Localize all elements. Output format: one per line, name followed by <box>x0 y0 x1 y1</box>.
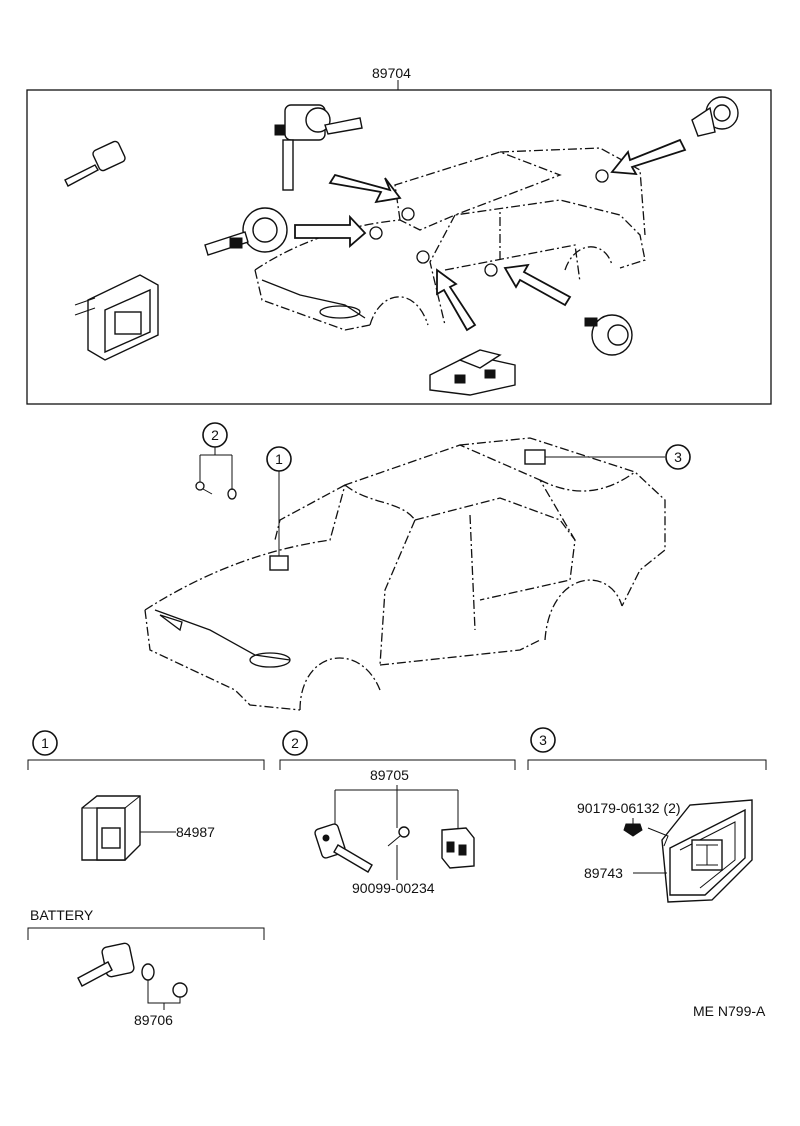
section-2-bracket <box>279 759 516 770</box>
section-2-index-circle <box>282 730 308 756</box>
transponder-icon <box>441 827 475 869</box>
middle-car: 1 2 3 <box>144 422 691 711</box>
ecu-module-icon <box>74 274 159 361</box>
section-2: 2 89705 90099-00234 <box>279 730 516 896</box>
callout-3-label: 3 <box>674 449 682 465</box>
trunk-lock-icon <box>691 96 739 137</box>
screw-90099-icon <box>387 826 410 847</box>
section-1-index-circle <box>32 730 58 756</box>
callout-3 <box>665 444 691 470</box>
battery-cell-icon <box>141 963 188 998</box>
ecu-89743-icon <box>647 799 753 903</box>
part-89743-label: 89743 <box>584 865 623 881</box>
arrow-door-handle <box>503 263 572 307</box>
assembly-89704-label: 89704 <box>372 65 411 81</box>
door-switch-icon <box>584 314 633 356</box>
callout-1-label: 1 <box>275 451 283 467</box>
callout-1 <box>266 446 292 472</box>
arrow-hood <box>328 173 402 204</box>
section-1-index: 1 <box>41 735 49 751</box>
marker-part-3 <box>524 449 546 465</box>
key-89705-icon <box>314 823 373 873</box>
top-assembly: 89704 <box>26 65 772 405</box>
arrow-rear-deck <box>610 138 687 176</box>
section-3-index-circle <box>530 727 556 753</box>
section-1: 1 84987 <box>27 730 265 861</box>
part-90099-00234-label: 90099-00234 <box>352 880 435 896</box>
battery-title: BATTERY <box>30 907 94 923</box>
ignition-lock-icon <box>204 207 288 256</box>
section-1-bracket <box>27 759 265 770</box>
reference-code: ME N799-A <box>693 1003 766 1019</box>
pointer-arrows <box>294 138 687 332</box>
relay-84987-icon <box>81 795 141 861</box>
part-90179-06132-label: 90179-06132 (2) <box>577 800 681 816</box>
assembly-89704-frame <box>26 89 772 405</box>
key-icon <box>64 140 126 187</box>
arrow-door-switch <box>436 268 477 332</box>
arrow-door-front <box>294 214 367 248</box>
section-2-index: 2 <box>291 735 299 751</box>
door-latch-icon <box>429 349 516 396</box>
small-key-pair-icon <box>195 481 237 500</box>
top-car-outline <box>254 147 646 331</box>
marker-part-1 <box>269 555 289 571</box>
battery-key-icon <box>77 942 135 987</box>
section-3: 3 90179-06132 (2) 89743 <box>527 727 767 903</box>
door-lock-cylinder-icon <box>274 104 363 191</box>
assembly-89705-label: 89705 <box>370 767 409 783</box>
section-3-bracket <box>527 759 767 770</box>
part-84987-label: 84987 <box>176 824 215 840</box>
callout-2-label: 2 <box>211 427 219 443</box>
part-89706-label: 89706 <box>134 1012 173 1028</box>
bolt-icon <box>623 823 643 837</box>
section-3-index: 3 <box>539 732 547 748</box>
battery-bracket <box>27 927 265 940</box>
battery-section: BATTERY 89706 <box>27 907 265 1028</box>
